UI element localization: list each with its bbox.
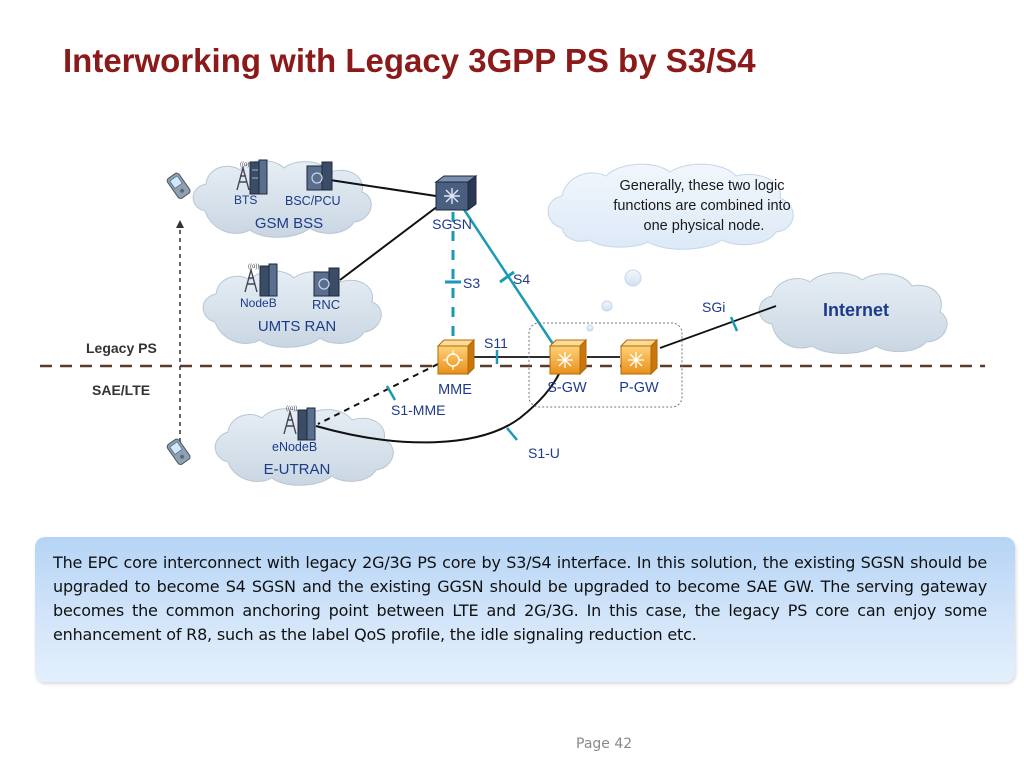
enodeb-tower-icon: ((o)) bbox=[283, 406, 297, 435]
ue-phone-bottom-icon bbox=[166, 438, 191, 465]
svg-text:((o)): ((o)) bbox=[240, 162, 251, 168]
bts-tower-icon: ((o)) bbox=[236, 162, 251, 191]
link-sgi bbox=[659, 305, 777, 349]
link-s1-mme bbox=[317, 363, 439, 425]
s11-label: S11 bbox=[484, 335, 508, 351]
internet-cloud: Internet bbox=[758, 272, 948, 354]
rnc-icon bbox=[313, 267, 340, 297]
note-line-1: Generally, these two logic bbox=[620, 178, 785, 194]
sgsn-router-icon bbox=[434, 175, 478, 211]
svg-text:((o)): ((o)) bbox=[286, 406, 297, 412]
bsc-pcu-label: BSC/PCU bbox=[285, 194, 341, 208]
note-cloud: Generally, these two logic functions are… bbox=[547, 163, 794, 332]
pgw-label: P-GW bbox=[619, 380, 659, 396]
s3-label: S3 bbox=[463, 275, 480, 291]
sgi-tick bbox=[729, 316, 739, 332]
nodeb-label: NodeB bbox=[240, 296, 277, 310]
s1-mme-label: S1-MME bbox=[391, 402, 445, 418]
bts-cabinet-icon bbox=[249, 159, 268, 195]
s1-u-label: S1-U bbox=[528, 445, 560, 461]
gateway-group-box bbox=[528, 322, 683, 408]
enodeb-label: eNodeB bbox=[272, 440, 317, 454]
sgsn-label: SGSN bbox=[432, 216, 472, 232]
mobility-arrow-head bbox=[176, 220, 184, 228]
note-bubble-medium bbox=[601, 300, 613, 312]
note-line-3: one physical node. bbox=[644, 218, 765, 234]
gsm-bss-cloud: GSM BSS bbox=[192, 160, 372, 238]
ue-phone-top-icon bbox=[166, 172, 191, 199]
note-bubble-small bbox=[586, 324, 594, 332]
legacy-ps-label: Legacy PS bbox=[86, 340, 157, 356]
pgw-node-icon bbox=[619, 338, 659, 376]
mme-label: MME bbox=[438, 382, 472, 398]
link-s4 bbox=[461, 207, 557, 348]
mme-node-icon bbox=[436, 338, 476, 376]
note-text: Generally, these two logic functions are… bbox=[613, 178, 794, 234]
sgi-label: SGi bbox=[702, 299, 725, 315]
umts-ran-cloud: UMTS RAN bbox=[202, 270, 382, 348]
s1-u-tick bbox=[506, 427, 518, 441]
bsc-pcu-icon bbox=[306, 161, 333, 191]
sgw-label: S-GW bbox=[547, 380, 587, 396]
bts-label: BTS bbox=[234, 193, 257, 207]
slide-title: Interworking with Legacy 3GPP PS by S3/S… bbox=[63, 42, 756, 79]
caption-text: The EPC core interconnect with legacy 2G… bbox=[53, 553, 987, 644]
nodeb-tower-icon: ((o)) bbox=[244, 264, 259, 293]
sae-lte-label: SAE/LTE bbox=[92, 382, 150, 398]
e-utran-cloud: E-UTRAN bbox=[214, 408, 394, 486]
caption-box: The EPC core interconnect with legacy 2G… bbox=[35, 537, 1015, 682]
note-line-2: functions are combined into bbox=[613, 198, 790, 214]
link-s1-u bbox=[315, 371, 561, 444]
svg-text:((o)): ((o)) bbox=[248, 264, 259, 270]
link-bsc-sgsn bbox=[329, 179, 437, 197]
sgw-node-icon bbox=[548, 338, 588, 376]
umts-ran-label: UMTS RAN bbox=[258, 318, 336, 335]
note-bubble-large bbox=[624, 269, 642, 287]
gsm-bss-label: GSM BSS bbox=[255, 215, 323, 232]
page-number: Page 42 bbox=[576, 736, 633, 752]
s4-tick bbox=[499, 270, 515, 284]
rnc-label: RNC bbox=[312, 297, 340, 312]
enodeb-cabinet-icon bbox=[297, 407, 316, 441]
e-utran-label: E-UTRAN bbox=[264, 461, 331, 478]
network-diagram: GSM BSS UMTS RAN E-UTRAN Internet Genera… bbox=[40, 159, 985, 486]
link-rnc-sgsn bbox=[339, 205, 439, 281]
s1-mme-tick bbox=[385, 385, 397, 401]
nodeb-cabinet-icon bbox=[259, 263, 278, 297]
internet-label: Internet bbox=[823, 300, 889, 320]
s4-label: S4 bbox=[513, 271, 530, 287]
